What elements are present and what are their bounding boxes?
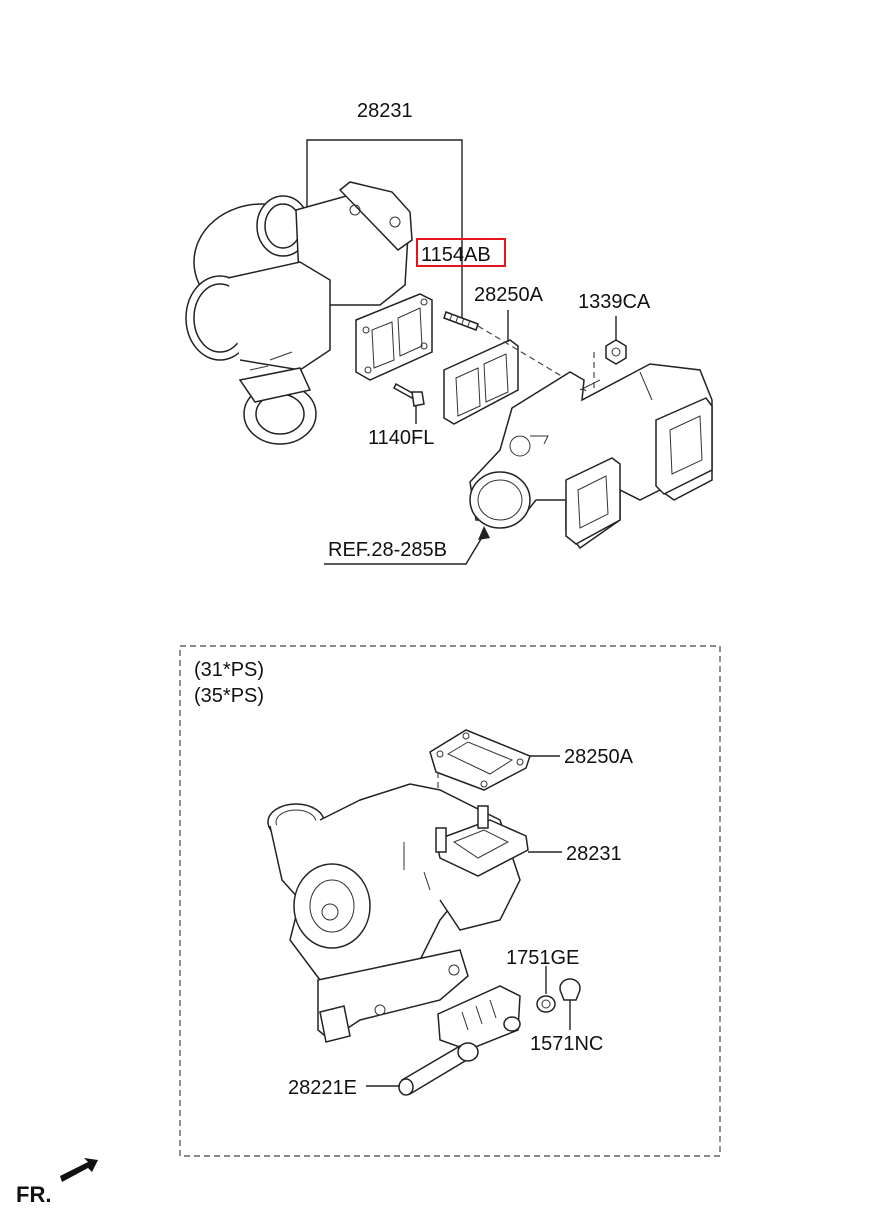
label-28221E[interactable]: 28221E [288,1077,357,1099]
label-1751GE[interactable]: 1751GE [506,947,579,969]
bolt-1140FL[interactable] [393,382,425,407]
exhaust-manifold[interactable] [469,363,713,550]
nut-1339CA[interactable] [605,339,627,365]
plug-1571NC[interactable] [559,978,581,1001]
label-1571NC[interactable]: 1571NC [530,1033,603,1055]
variant-box: (31*PS) (35*PS) 28250A [179,645,721,1157]
label-1339CA[interactable]: 1339CA [578,291,651,313]
label-28231-top[interactable]: 28231 [357,100,413,122]
front-arrow-icon [60,1158,98,1182]
turbocharger-main[interactable] [185,181,413,445]
turbocharger-variant[interactable] [267,783,529,1043]
front-direction-indicator: FR. [16,1158,98,1207]
stud-1154AB[interactable] [443,311,479,331]
variant-dashed-frame [179,645,721,1157]
alignment-line-1 [477,325,589,393]
main-assembly: 28231 [185,100,713,565]
arrowhead-reference [478,526,490,540]
washer-1751GE[interactable] [536,995,556,1013]
front-label: FR. [16,1182,51,1207]
gasket-28250A-variant[interactable] [429,729,531,791]
highlight-box-1154AB [416,238,506,267]
pipe-28221E[interactable] [398,1016,521,1096]
label-1140FL[interactable]: 1140FL [368,427,434,449]
label-28250A-variant[interactable]: 28250A [564,746,634,768]
label-1154AB[interactable]: 1154AB [421,244,491,266]
variant-spec-2: (35*PS) [194,685,264,707]
label-reference[interactable]: REF.28-285B [328,539,447,561]
variant-spec-1: (31*PS) [194,659,264,681]
leader-reference [324,533,485,565]
drain-bracket [437,985,521,1051]
turbine-flange [355,293,433,381]
leader-28231-top [306,139,463,318]
gasket-28250A-top[interactable] [443,339,519,425]
label-28250A-top[interactable]: 28250A [474,284,544,306]
label-28231-variant[interactable]: 28231 [566,843,622,865]
